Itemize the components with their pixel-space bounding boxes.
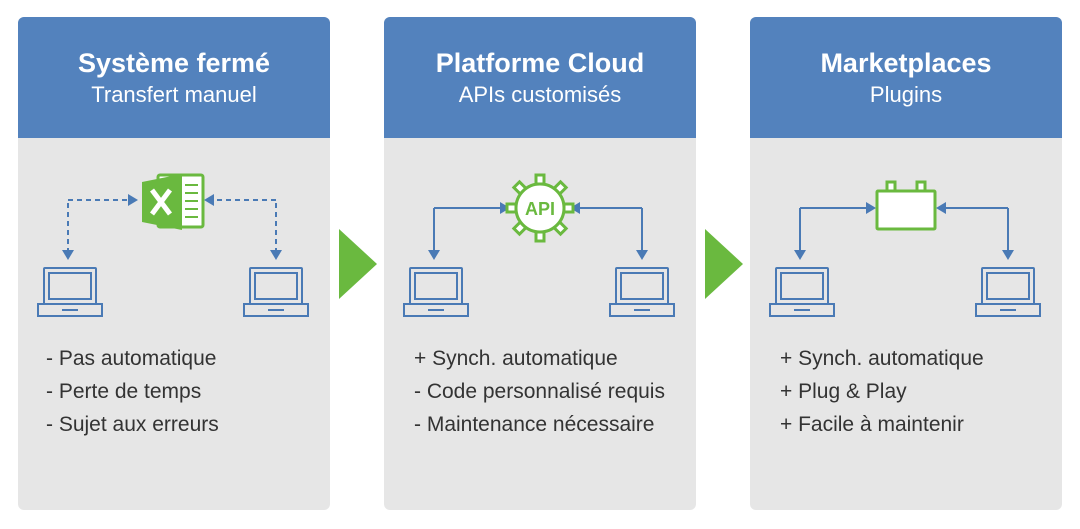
panel-title: Marketplaces — [820, 48, 992, 78]
arrow-head-right-left — [204, 194, 214, 206]
api-label: API — [525, 199, 555, 219]
panel-cloud-platform: Platforme Cloud APIs customisés — [384, 17, 696, 510]
panel-closed-system: Système fermé Transfert manuel — [18, 17, 330, 510]
pros-cons-list: + Synch. automatique - Code personnalisé… — [414, 342, 665, 441]
arrow-head-left-right — [128, 194, 138, 206]
list-item: - Code personnalisé requis — [414, 380, 665, 403]
laptop-icon-right — [975, 267, 1041, 317]
dashed-connector-left — [67, 199, 128, 253]
arrow-head-left-right — [866, 202, 876, 214]
api-gear-icon: API — [505, 173, 575, 243]
excel-icon — [142, 173, 205, 230]
arrow-head-right-left — [570, 202, 580, 214]
list-item: - Maintenance nécessaire — [414, 413, 655, 436]
arrow-head-left-down — [428, 250, 440, 260]
list-item: + Facile à maintenir — [780, 413, 964, 436]
arrow-head-right-left — [936, 202, 946, 214]
panel-header: Marketplaces Plugins — [750, 17, 1062, 138]
list-item: - Pas automatique — [46, 347, 217, 370]
laptop-icon-left — [403, 267, 469, 317]
panel-subtitle: Plugins — [869, 82, 943, 107]
panel-title: Platforme Cloud — [435, 48, 645, 78]
connector-right — [946, 207, 1009, 253]
panel-subtitle: Transfert manuel — [91, 82, 257, 107]
laptop-icon-left — [37, 267, 103, 317]
panel-title: Système fermé — [77, 48, 271, 78]
chevron-right-icon — [705, 229, 743, 299]
laptop-icon-left — [769, 267, 835, 317]
arrow-head-right-down — [1002, 250, 1014, 260]
panel-marketplaces: Marketplaces Plugins — [750, 17, 1062, 510]
arrow-head-left-down — [794, 250, 806, 260]
list-item: + Synch. automatique — [780, 347, 984, 370]
flow-diagram: API — [403, 173, 675, 317]
arrow-head-right-down — [270, 250, 282, 260]
list-item: - Sujet aux erreurs — [46, 413, 219, 436]
plugin-battery-icon — [875, 180, 937, 231]
panel-header: Platforme Cloud APIs customisés — [384, 17, 696, 138]
arrow-head-right-down — [636, 250, 648, 260]
flow-diagram — [37, 173, 309, 317]
list-item: + Plug & Play — [780, 380, 907, 403]
list-item: + Synch. automatique — [414, 347, 618, 370]
laptop-icon-right — [243, 267, 309, 317]
list-item: - Perte de temps — [46, 380, 202, 403]
connector-left — [433, 207, 500, 253]
connector-left — [799, 207, 866, 253]
arrow-head-left-right — [500, 202, 510, 214]
arrow-head-left-down — [62, 250, 74, 260]
dashed-connector-right — [214, 199, 277, 253]
panel-subtitle: APIs customisés — [458, 82, 622, 107]
laptop-icon-right — [609, 267, 675, 317]
pros-cons-list: - Pas automatique - Perte de temps - Suj… — [46, 342, 219, 441]
panel-header: Système fermé Transfert manuel — [18, 17, 330, 138]
flow-diagram — [769, 180, 1041, 317]
pros-cons-list: + Synch. automatique + Plug & Play + Fac… — [780, 342, 984, 441]
connector-right — [580, 207, 643, 253]
chevron-right-icon — [339, 229, 377, 299]
